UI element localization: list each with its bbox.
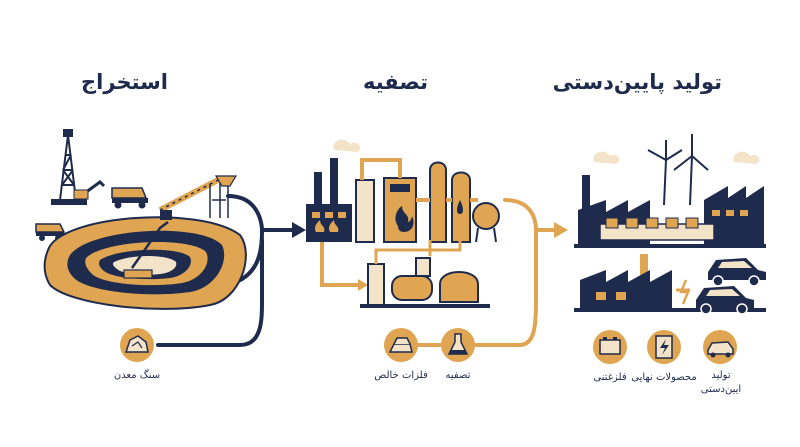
ore-rock-icon bbox=[120, 328, 154, 362]
smoke-shape bbox=[593, 151, 620, 164]
arrow-head-navy bbox=[292, 222, 306, 238]
excavator-icon bbox=[73, 180, 106, 200]
flask-icon bbox=[441, 328, 475, 362]
stage-title-refining: تصفیه bbox=[363, 70, 428, 94]
electric-car-icon bbox=[708, 258, 766, 287]
car-icon bbox=[703, 330, 737, 364]
factory-icon-lower bbox=[574, 254, 766, 312]
flame-icon bbox=[315, 206, 414, 232]
oil-rig-icon bbox=[51, 129, 87, 205]
label-ore: سنگ معدن bbox=[113, 370, 161, 381]
stage-title-extraction: استخراج bbox=[81, 70, 168, 94]
stage-title-downstream: تولید پایین‌دستی bbox=[552, 70, 722, 94]
charging-bolt-icon bbox=[679, 279, 690, 305]
electric-car-icon-2 bbox=[696, 286, 754, 315]
refinery-icon bbox=[306, 139, 500, 308]
conveyor-icon bbox=[158, 175, 238, 218]
arrow-head-orange bbox=[554, 222, 568, 238]
metal-ingot-icon bbox=[384, 328, 418, 362]
label-pure-metals: فلزات خالص bbox=[374, 370, 428, 381]
factory-icon bbox=[574, 175, 766, 248]
label-downstream-line1: تولید bbox=[711, 370, 731, 381]
label-downstream-line2: ایین‌دستی bbox=[700, 384, 742, 395]
dump-truck-icon bbox=[111, 187, 148, 209]
droplet-icon bbox=[457, 200, 463, 214]
open-pit-mine-icon bbox=[43, 210, 247, 310]
battery-icon bbox=[593, 330, 627, 364]
label-metallurgy: فلزغتنی bbox=[593, 372, 627, 383]
label-final-products: محصولات نهایی bbox=[631, 372, 697, 383]
wind-turbine-icon bbox=[647, 134, 709, 206]
label-refining: تصفیه bbox=[445, 370, 471, 381]
lightning-icon bbox=[647, 330, 681, 364]
cloud-shape bbox=[733, 151, 760, 164]
